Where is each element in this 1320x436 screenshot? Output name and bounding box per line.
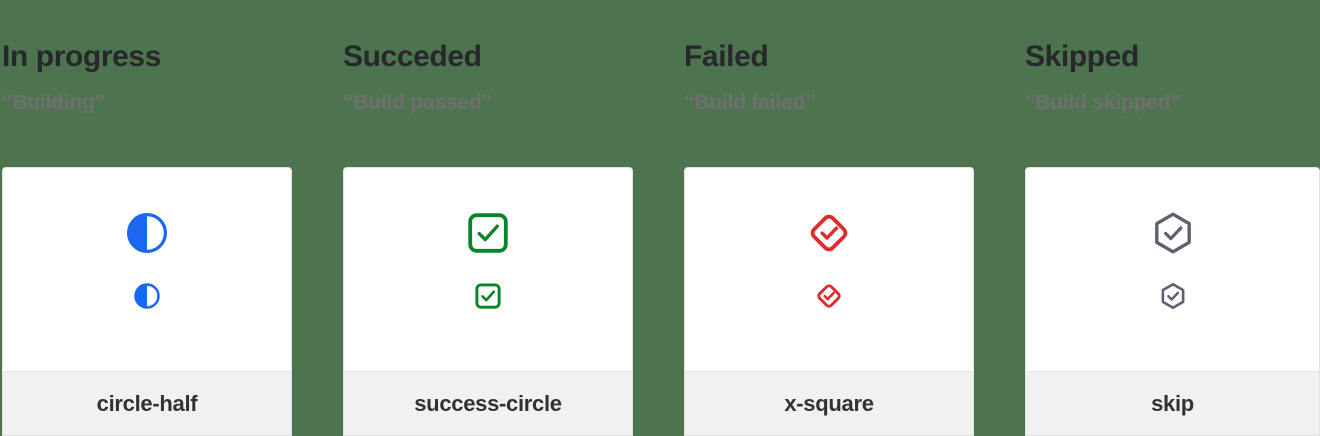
status-subtitle: “Build skipped” <box>1025 91 1181 114</box>
status-subtitle: “Build failed” <box>684 91 816 114</box>
page-title: In progress <box>2 40 161 73</box>
icon-preview-area <box>685 168 973 371</box>
icon-card-footer: skip <box>1026 371 1319 435</box>
circle-half-icon-small <box>132 281 162 311</box>
status-column-in-progress: In progress “Building” circle- <box>2 0 292 436</box>
check-diamond-icon-small <box>814 281 844 311</box>
icon-preview-area <box>344 168 632 371</box>
status-subtitle: “Build passed” <box>343 91 492 114</box>
status-subtitle: “Building” <box>2 91 105 114</box>
check-hexagon-icon-small <box>1158 281 1188 311</box>
icon-preview-area <box>1026 168 1319 371</box>
status-column-failed: Failed “Build failed” x-square <box>684 0 974 436</box>
icon-card-circle-half[interactable]: circle-half <box>2 167 292 436</box>
icon-card-skip[interactable]: skip <box>1025 167 1320 436</box>
icon-card-footer: x-square <box>685 371 973 435</box>
status-column-skipped: Skipped “Build skipped” skip <box>1025 0 1320 436</box>
icon-card-success-circle[interactable]: success-circle <box>343 167 633 436</box>
icon-name-label: success-circle <box>414 390 562 416</box>
icon-name-label: x-square <box>784 390 874 416</box>
icon-card-footer: success-circle <box>344 371 632 435</box>
icon-card-footer: circle-half <box>3 371 291 435</box>
check-diamond-icon <box>805 209 853 257</box>
icon-name-label: circle-half <box>96 390 198 416</box>
icon-name-label: skip <box>1151 390 1194 416</box>
page-title: Skipped <box>1025 40 1139 73</box>
page-title: Succeded <box>343 40 482 73</box>
page-title: Failed <box>684 40 769 73</box>
check-hexagon-icon <box>1149 209 1197 257</box>
icon-card-x-square[interactable]: x-square <box>684 167 974 436</box>
check-square-icon-small <box>473 281 503 311</box>
status-column-succeded: Succeded “Build passed” succes <box>343 0 633 436</box>
icon-preview-area <box>3 168 291 371</box>
circle-half-icon <box>123 209 171 257</box>
check-square-icon <box>464 209 512 257</box>
